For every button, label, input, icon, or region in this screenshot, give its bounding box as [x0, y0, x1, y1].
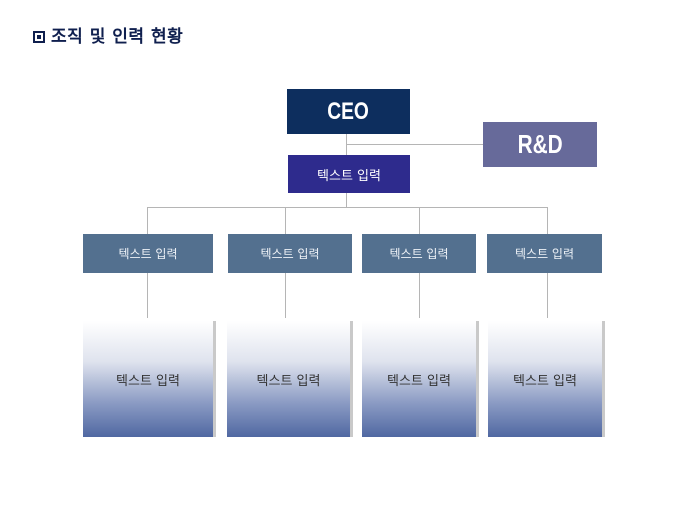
detail-label: 텍스트 입력	[387, 373, 451, 389]
detail-box-2[interactable]: 텍스트 입력	[227, 321, 350, 437]
connector-horizontal	[147, 207, 548, 208]
department-label: 텍스트 입력	[389, 247, 449, 261]
connector-ceo-rnd	[346, 144, 483, 145]
sub-unit-box[interactable]: 텍스트 입력	[288, 155, 410, 193]
connector-detail-2	[285, 273, 286, 318]
connector-dept-2	[285, 207, 286, 234]
connector-dept-3	[419, 207, 420, 234]
department-box-4[interactable]: 텍스트 입력	[487, 234, 602, 273]
department-box-2[interactable]: 텍스트 입력	[228, 234, 352, 273]
department-label: 텍스트 입력	[260, 247, 320, 261]
connector-dept-1	[147, 207, 148, 234]
square-bullet-icon	[33, 31, 45, 43]
connector-sub-down	[346, 193, 347, 207]
connector-dept-4	[547, 207, 548, 234]
ceo-label: CEO	[327, 97, 370, 125]
detail-box-1[interactable]: 텍스트 입력	[83, 321, 213, 437]
detail-label: 텍스트 입력	[256, 373, 321, 389]
page-title-text: 조직 및 인력 현황	[51, 27, 184, 47]
page-title: 조직 및 인력 현황	[33, 22, 183, 47]
department-box-3[interactable]: 텍스트 입력	[362, 234, 476, 273]
ceo-box[interactable]: CEO	[287, 89, 410, 134]
department-box-1[interactable]: 텍스트 입력	[83, 234, 213, 273]
connector-detail-1	[147, 273, 148, 318]
detail-label: 텍스트 입력	[513, 373, 577, 389]
detail-label: 텍스트 입력	[116, 373, 180, 389]
rnd-label: R&D	[517, 129, 563, 159]
rnd-box[interactable]: R&D	[483, 122, 597, 167]
sub-unit-label: 텍스트 입력	[317, 168, 381, 184]
department-label: 텍스트 입력	[118, 247, 178, 261]
detail-box-4[interactable]: 텍스트 입력	[488, 321, 602, 437]
connector-detail-3	[419, 273, 420, 318]
connector-detail-4	[547, 273, 548, 318]
department-label: 텍스트 입력	[514, 247, 574, 261]
detail-box-3[interactable]: 텍스트 입력	[362, 321, 476, 437]
